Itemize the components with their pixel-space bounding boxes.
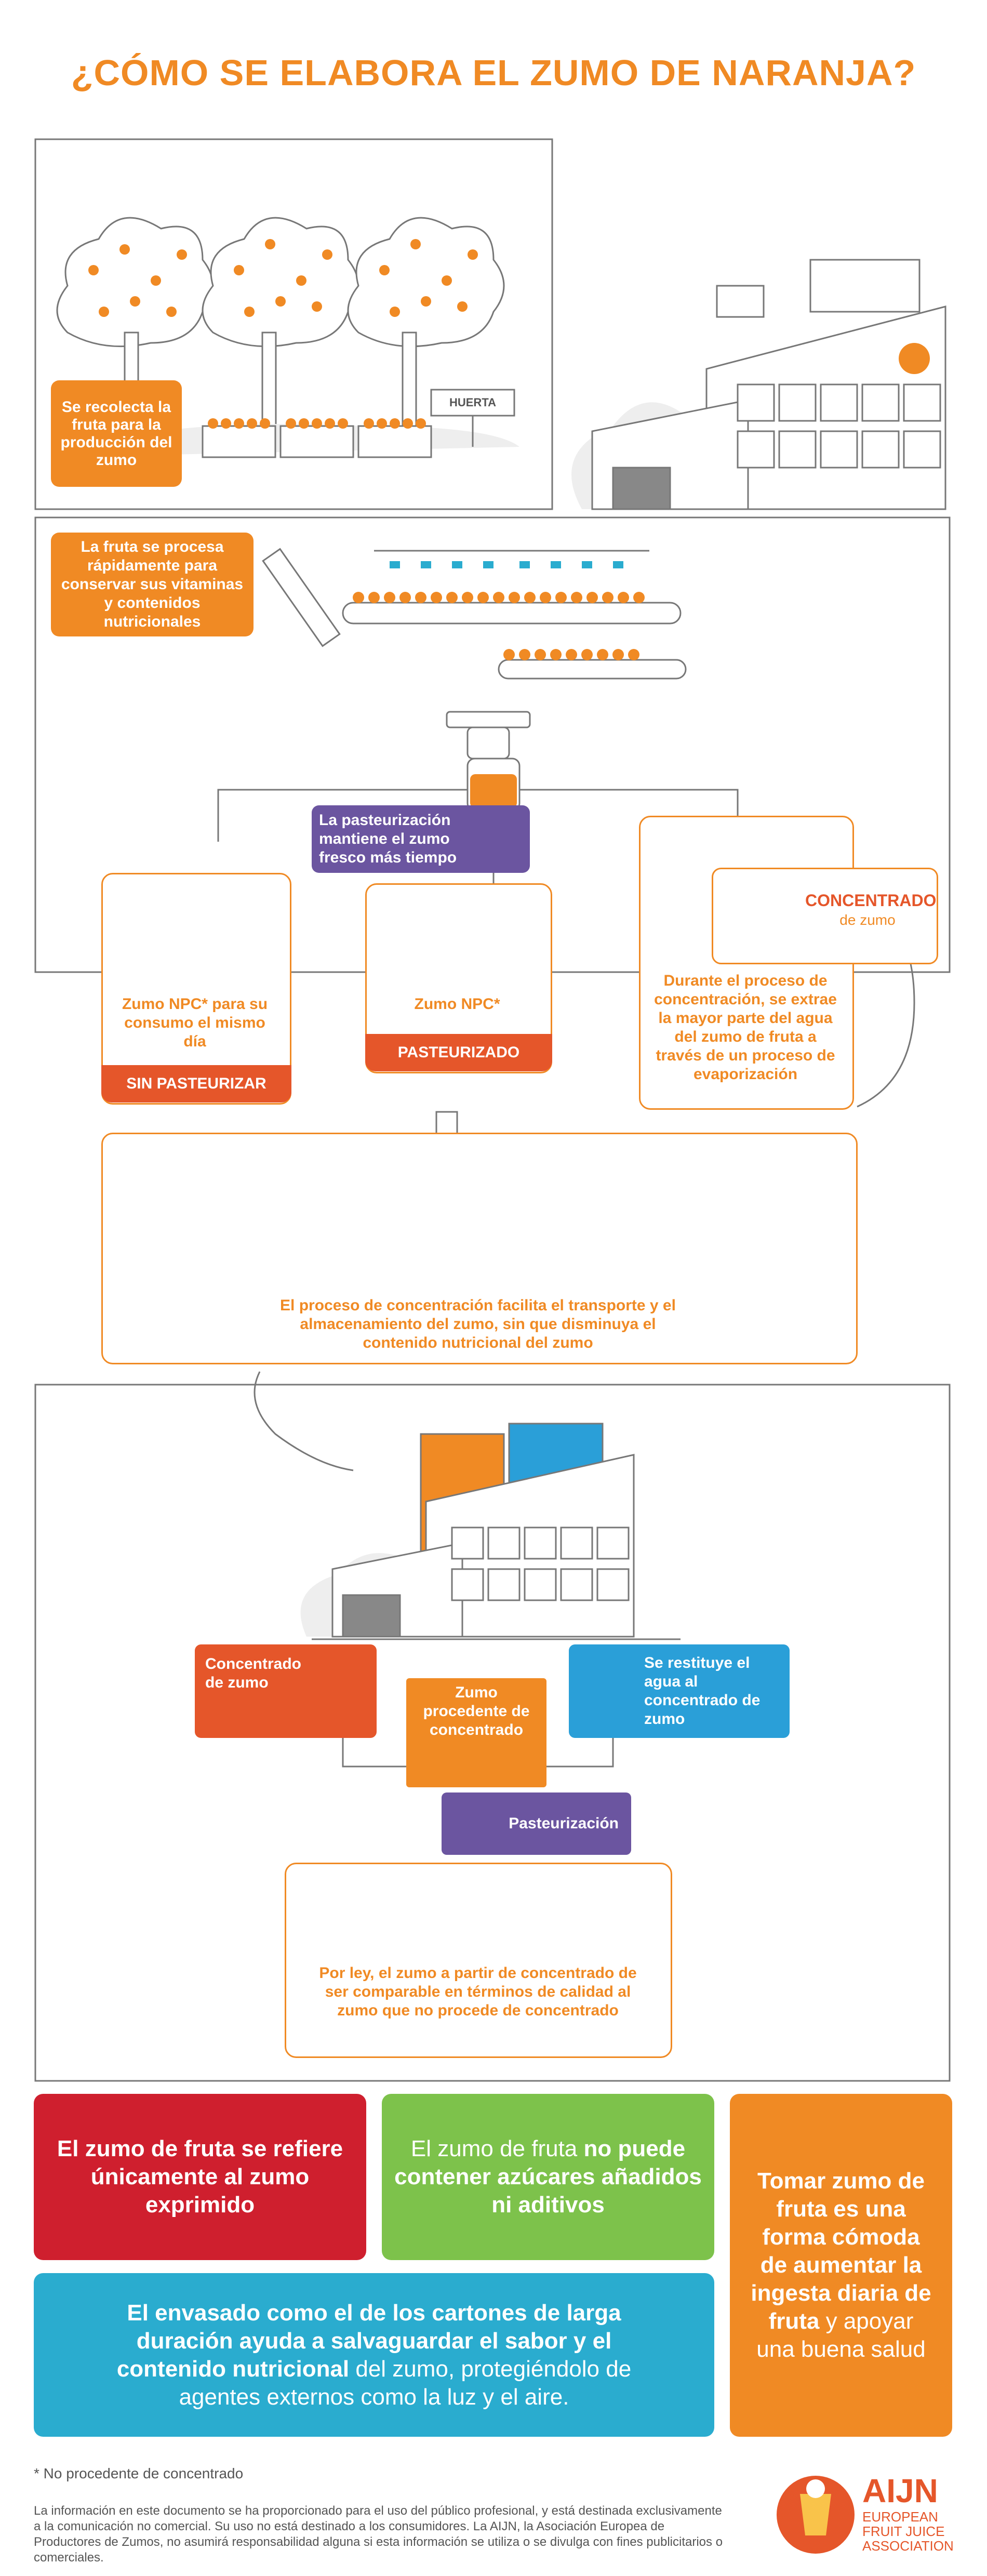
fact-orange-normal: y apoyar una buena salud — [756, 2308, 926, 2362]
page-title: ¿CÓMO SE ELABORA EL ZUMO DE NARANJA? — [71, 52, 916, 93]
npc-pasteurized-tag: PASTEURIZADO — [365, 1034, 552, 1071]
fact-blue-bold: El envasado como el de los cartones de l… — [116, 2300, 621, 2382]
law-label: Por ley, el zumo a partir de concentrado… — [319, 1964, 637, 2019]
npc-pasteurized-label: Zumo NPC* — [414, 995, 500, 1013]
concentrate-stage-box: Concentrado de zumo — [195, 1644, 377, 1738]
fact-card-red: El zumo de fruta se refiere únicamente a… — [34, 2094, 366, 2260]
orange-tree-icon — [347, 217, 505, 427]
fact-card-orange: Tomar zumo de fruta es una forma cómoda … — [730, 2094, 952, 2437]
logo-line3: ASSOCIATION — [862, 2538, 954, 2554]
disclaimer: La información en este documento se ha p… — [34, 2504, 723, 2565]
logo-line1: EUROPEAN — [862, 2509, 938, 2525]
fact-orange-bold: Tomar zumo de fruta es una forma cómoda … — [751, 2168, 931, 2334]
water-stage-text: Se restituye el agua al concentrado de z… — [644, 1654, 761, 1728]
logo-line2: FRUIT JUICE — [862, 2524, 945, 2539]
fruit-crates — [202, 425, 432, 458]
logo-name: AIJN — [862, 2472, 938, 2509]
processing-label: La fruta se procesa rápidamente para con… — [51, 533, 254, 636]
aijn-logo — [777, 2476, 855, 2554]
concentrate-stage-text: Concentrado de zumo — [205, 1655, 302, 1691]
footnote: * No procedente de concentrado — [34, 2465, 244, 2481]
fact-green-bold: no puede contener azúcares añadidos ni a… — [394, 2136, 702, 2218]
fact-card-green: El zumo de fruta no puede contener azúca… — [382, 2094, 714, 2260]
law-box — [285, 1863, 672, 2058]
concentrate-callout — [712, 868, 938, 964]
reconstituted-juice-box: Zumo procedente de concentrado — [406, 1678, 546, 1787]
pasteurization-note-text: La pasteurización mantiene el zumo fresc… — [319, 812, 457, 866]
concentrate-label: Durante el proceso de concentración, se … — [654, 972, 837, 1083]
huerta-sign-text: HUERTA — [449, 396, 497, 409]
pasteurization-stage-box: Pasteurización — [442, 1792, 631, 1855]
harvest-frame — [34, 138, 553, 510]
conveyor-belt — [262, 548, 687, 812]
concentrate-subtitle: de zumo — [839, 912, 896, 928]
fact-green-normal: El zumo de fruta — [410, 2136, 584, 2161]
reconstitution-frame — [34, 1384, 951, 2082]
fact-blue-normal: del zumo, protegiéndolo de agentes exter… — [179, 2356, 632, 2410]
concentrate-title: CONCENTRADO — [805, 891, 937, 910]
pasteurization-stage-text: Pasteurización — [509, 1815, 619, 1832]
npc-fresh-tag: SIN PASTEURIZAR — [101, 1065, 291, 1103]
transport-label: El proceso de concentración facilita el … — [280, 1297, 676, 1351]
orange-icon — [899, 343, 930, 374]
pasteurization-note: La pasteurización mantiene el zumo fresc… — [312, 805, 530, 873]
fact-card-blue: El envasado como el de los cartones de l… — [34, 2273, 714, 2437]
reconstituted-juice-text: Zumo procedente de concentrado — [423, 1684, 530, 1738]
npc-fresh-label: Zumo NPC* para su consumo el mismo día — [122, 995, 268, 1050]
orange-tree-icon — [202, 217, 359, 427]
huerta-sign — [430, 389, 515, 417]
transport-box — [101, 1133, 858, 1364]
harvest-label: Se recolecta la fruta para la producción… — [51, 380, 182, 487]
water-stage-box: Se restituye el agua al concentrado de z… — [569, 1644, 790, 1738]
